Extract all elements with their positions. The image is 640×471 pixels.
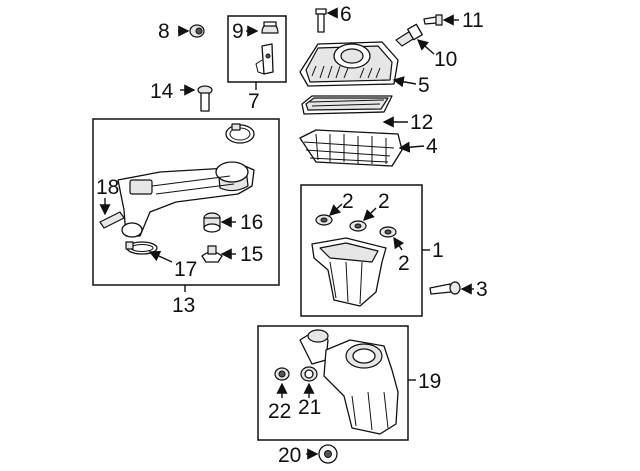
callout-8: 8 — [158, 20, 170, 43]
callout-14: 14 — [150, 80, 174, 103]
part-3-bolt — [429, 281, 461, 295]
callout-7: 7 — [248, 90, 260, 113]
part-1-lower-housing — [311, 237, 387, 307]
callout-10: 10 — [434, 48, 457, 71]
part-15-grommet — [201, 245, 223, 263]
part-6-bolt — [315, 8, 327, 33]
callout-17: 17 — [174, 258, 197, 281]
callout-13: 13 — [172, 294, 195, 317]
callout-12: 12 — [410, 111, 433, 134]
part-17-clamp-upper — [225, 123, 255, 144]
part-14-bolt — [197, 85, 213, 112]
part-11-screw — [423, 14, 443, 26]
callout-2b: 2 — [378, 190, 390, 213]
part-16-grommet — [203, 212, 221, 233]
part-13-intake-duct — [117, 161, 255, 238]
part-21-grommet — [300, 366, 318, 382]
callout-2a: 2 — [342, 190, 354, 213]
part-2-grommet-a — [315, 214, 333, 226]
callout-9: 9 — [232, 20, 244, 43]
callout-4: 4 — [426, 135, 438, 158]
part-2-grommet-c — [379, 226, 397, 238]
part-12-filter — [301, 95, 393, 115]
callout-16: 16 — [240, 211, 263, 234]
part-22-grommet — [274, 367, 290, 381]
part-4-tray — [299, 129, 403, 167]
part-18-sensor — [99, 211, 125, 229]
group-box-13 — [92, 118, 280, 286]
callout-2c: 2 — [398, 252, 410, 275]
callout-15: 15 — [240, 243, 263, 266]
group-box-19 — [257, 325, 409, 441]
part-5-cover — [299, 41, 399, 87]
callout-19: 19 — [418, 370, 441, 393]
group-box-7 — [227, 15, 287, 83]
callout-18: 18 — [96, 176, 119, 199]
callout-labels: 8 9 6 11 10 5 7 14 12 4 18 16 15 17 13 2… — [96, 3, 488, 467]
part-7-bracket — [255, 43, 274, 75]
leader-lines — [99, 7, 474, 460]
callout-20: 20 — [278, 444, 301, 467]
part-2-grommet-b — [349, 220, 367, 232]
part-8-grommet — [189, 24, 205, 38]
callout-21: 21 — [298, 396, 321, 419]
part-20-grommet — [318, 444, 338, 464]
callout-1: 1 — [432, 239, 444, 262]
callout-22: 22 — [268, 400, 291, 423]
part-10-sensor — [395, 23, 423, 47]
callout-5: 5 — [418, 74, 430, 97]
callout-11: 11 — [462, 9, 484, 32]
part-9-clip — [261, 21, 279, 34]
part-17-clamp-lower — [125, 241, 158, 255]
callout-6: 6 — [340, 3, 352, 26]
part-19-air-cleaner-assembly — [299, 329, 399, 435]
callout-3: 3 — [476, 278, 488, 301]
